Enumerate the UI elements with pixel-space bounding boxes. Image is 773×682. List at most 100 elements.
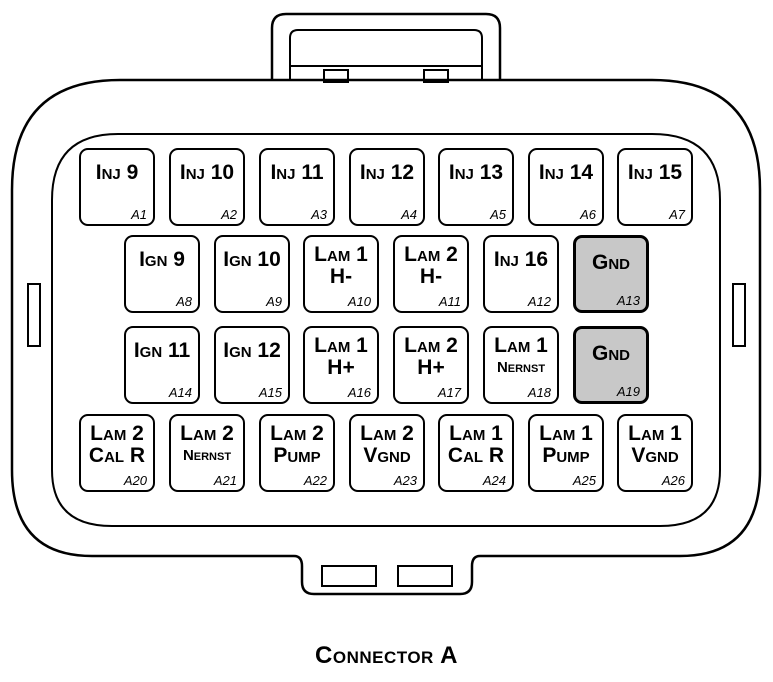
top-latch-inner	[289, 29, 483, 80]
pin-number: A9	[266, 294, 282, 309]
pin-number: A19	[616, 384, 640, 399]
pin-label-line1: Gnd	[592, 251, 630, 274]
pin-label-line1: Lam 1	[494, 334, 548, 357]
pin-label: Ign 10	[216, 249, 288, 271]
pin-label-line1: Ign 9	[139, 248, 185, 271]
bottom-slot-left	[321, 565, 377, 587]
pin-label: Inj 16	[485, 249, 557, 271]
pin-label-line1: Lam 2	[180, 422, 234, 445]
latch-slot-left	[323, 69, 349, 83]
pin-number: A20	[123, 473, 147, 488]
pin-label: Gnd	[576, 252, 646, 274]
pin-number: A17	[437, 385, 461, 400]
pin-a15: Ign 12 A15	[214, 326, 290, 404]
pin-number: A26	[661, 473, 685, 488]
pin-label: Lam 1 Nernst	[485, 335, 557, 379]
pin-number: A6	[580, 207, 596, 222]
pin-label-line1: Ign 11	[133, 339, 191, 362]
pin-label-line2: H-	[419, 265, 443, 288]
pin-label-line1: Lam 2	[90, 422, 144, 445]
side-key-left	[27, 283, 41, 347]
pin-label-line1: Lam 2	[404, 243, 458, 266]
pin-label-line1: Lam 2	[360, 422, 414, 445]
side-key-right	[732, 283, 746, 347]
pin-label: Inj 13	[440, 162, 512, 184]
pin-label-line2: Nernst	[496, 359, 546, 376]
pin-label: Inj 11	[261, 162, 333, 184]
pin-label-line2: Cal R	[88, 444, 146, 467]
pin-number: A2	[221, 207, 237, 222]
pin-label: Ign 12	[216, 340, 288, 362]
pin-label: Gnd	[576, 343, 646, 365]
pin-number: A21	[213, 473, 237, 488]
pin-label-line2: Pump	[542, 444, 590, 467]
pin-label-line1: Inj 11	[270, 161, 324, 184]
pin-label-line2: Nernst	[182, 447, 232, 464]
pin-label-line1: Lam 1	[539, 422, 593, 445]
pin-number: A18	[527, 385, 551, 400]
pin-label: Lam 2 Nernst	[171, 423, 243, 467]
pin-label-line1: Ign 10	[223, 248, 281, 271]
housing-outer	[10, 78, 762, 596]
pin-label-line2: H+	[327, 356, 355, 379]
pin-a3: Inj 11 A3	[259, 148, 335, 226]
pin-label-line1: Inj 12	[359, 161, 415, 184]
pin-label: Inj 15	[619, 162, 691, 184]
pin-label-line1: Inj 10	[179, 161, 235, 184]
pin-number: A15	[258, 385, 282, 400]
pin-label: Inj 14	[530, 162, 602, 184]
pin-number: A23	[393, 473, 417, 488]
pin-label-line2: H-	[329, 265, 353, 288]
pin-label: Ign 9	[126, 249, 198, 271]
latch-slot-right	[423, 69, 449, 83]
connector-caption: Connector A	[315, 642, 458, 669]
pin-label-line1: Gnd	[592, 342, 630, 365]
pin-label-line2: Vgnd	[631, 444, 679, 467]
pin-number: A25	[572, 473, 596, 488]
pin-label-line1: Inj 16	[493, 248, 549, 271]
pin-label-line1: Lam 2	[270, 422, 324, 445]
pin-label: Inj 10	[171, 162, 243, 184]
housing-inner	[51, 133, 721, 527]
pin-label-line2: Vgnd	[363, 444, 411, 467]
pin-number: A14	[168, 385, 192, 400]
pin-label-line1: Lam 1	[449, 422, 503, 445]
pin-a1: Inj 9 A1	[79, 148, 155, 226]
pin-number: A16	[347, 385, 371, 400]
pin-a6: Inj 14 A6	[528, 148, 604, 226]
pin-number: A4	[401, 207, 417, 222]
pin-label-line1: Inj 15	[627, 161, 683, 184]
pin-label-line1: Inj 9	[95, 161, 139, 184]
pin-label-line2: Pump	[273, 444, 321, 467]
pin-number: A12	[527, 294, 551, 309]
pin-label-line2: Cal R	[447, 444, 505, 467]
pin-a9: Ign 10 A9	[214, 235, 290, 313]
pin-number: A1	[131, 207, 147, 222]
pin-label-line1: Inj 14	[538, 161, 594, 184]
pin-number: A3	[311, 207, 327, 222]
top-latch	[270, 12, 502, 80]
pin-label-line1: Lam 2	[404, 334, 458, 357]
pin-label-line1: Lam 1	[314, 243, 368, 266]
